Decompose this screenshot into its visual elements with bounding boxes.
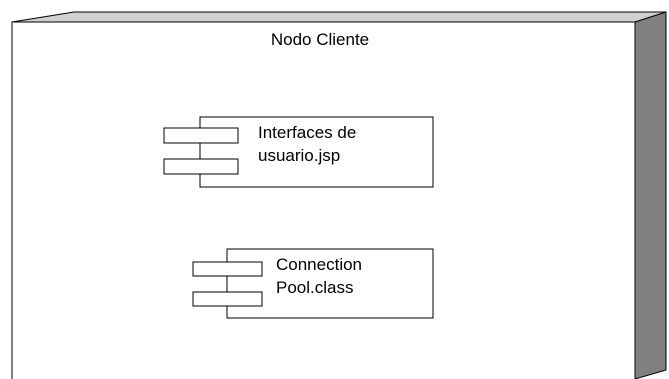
component-port-top (163, 127, 239, 144)
node-title: Nodo Cliente (270, 30, 370, 49)
component-label-line: Pool.class (276, 278, 354, 297)
component-body (199, 116, 434, 188)
component-label-line: usuario.jsp (258, 146, 341, 165)
component-label-interfaces-usuario: Interfaces de usuario.jsp (258, 121, 356, 167)
component-connection-pool[interactable] (192, 248, 434, 319)
node-front-face (11, 21, 636, 379)
component-label-line: Connection (276, 255, 363, 274)
component-label-connection-pool: Connection Pool.class (276, 253, 362, 299)
component-port-bottom (192, 291, 263, 307)
node-box (11, 11, 667, 379)
component-port-top (192, 261, 263, 277)
component-interfaces-usuario[interactable] (163, 116, 434, 188)
node-top-face (11, 11, 667, 23)
node-side-face (634, 11, 667, 379)
component-port-bottom (163, 158, 239, 175)
component-label-line: Interfaces de (258, 123, 357, 142)
